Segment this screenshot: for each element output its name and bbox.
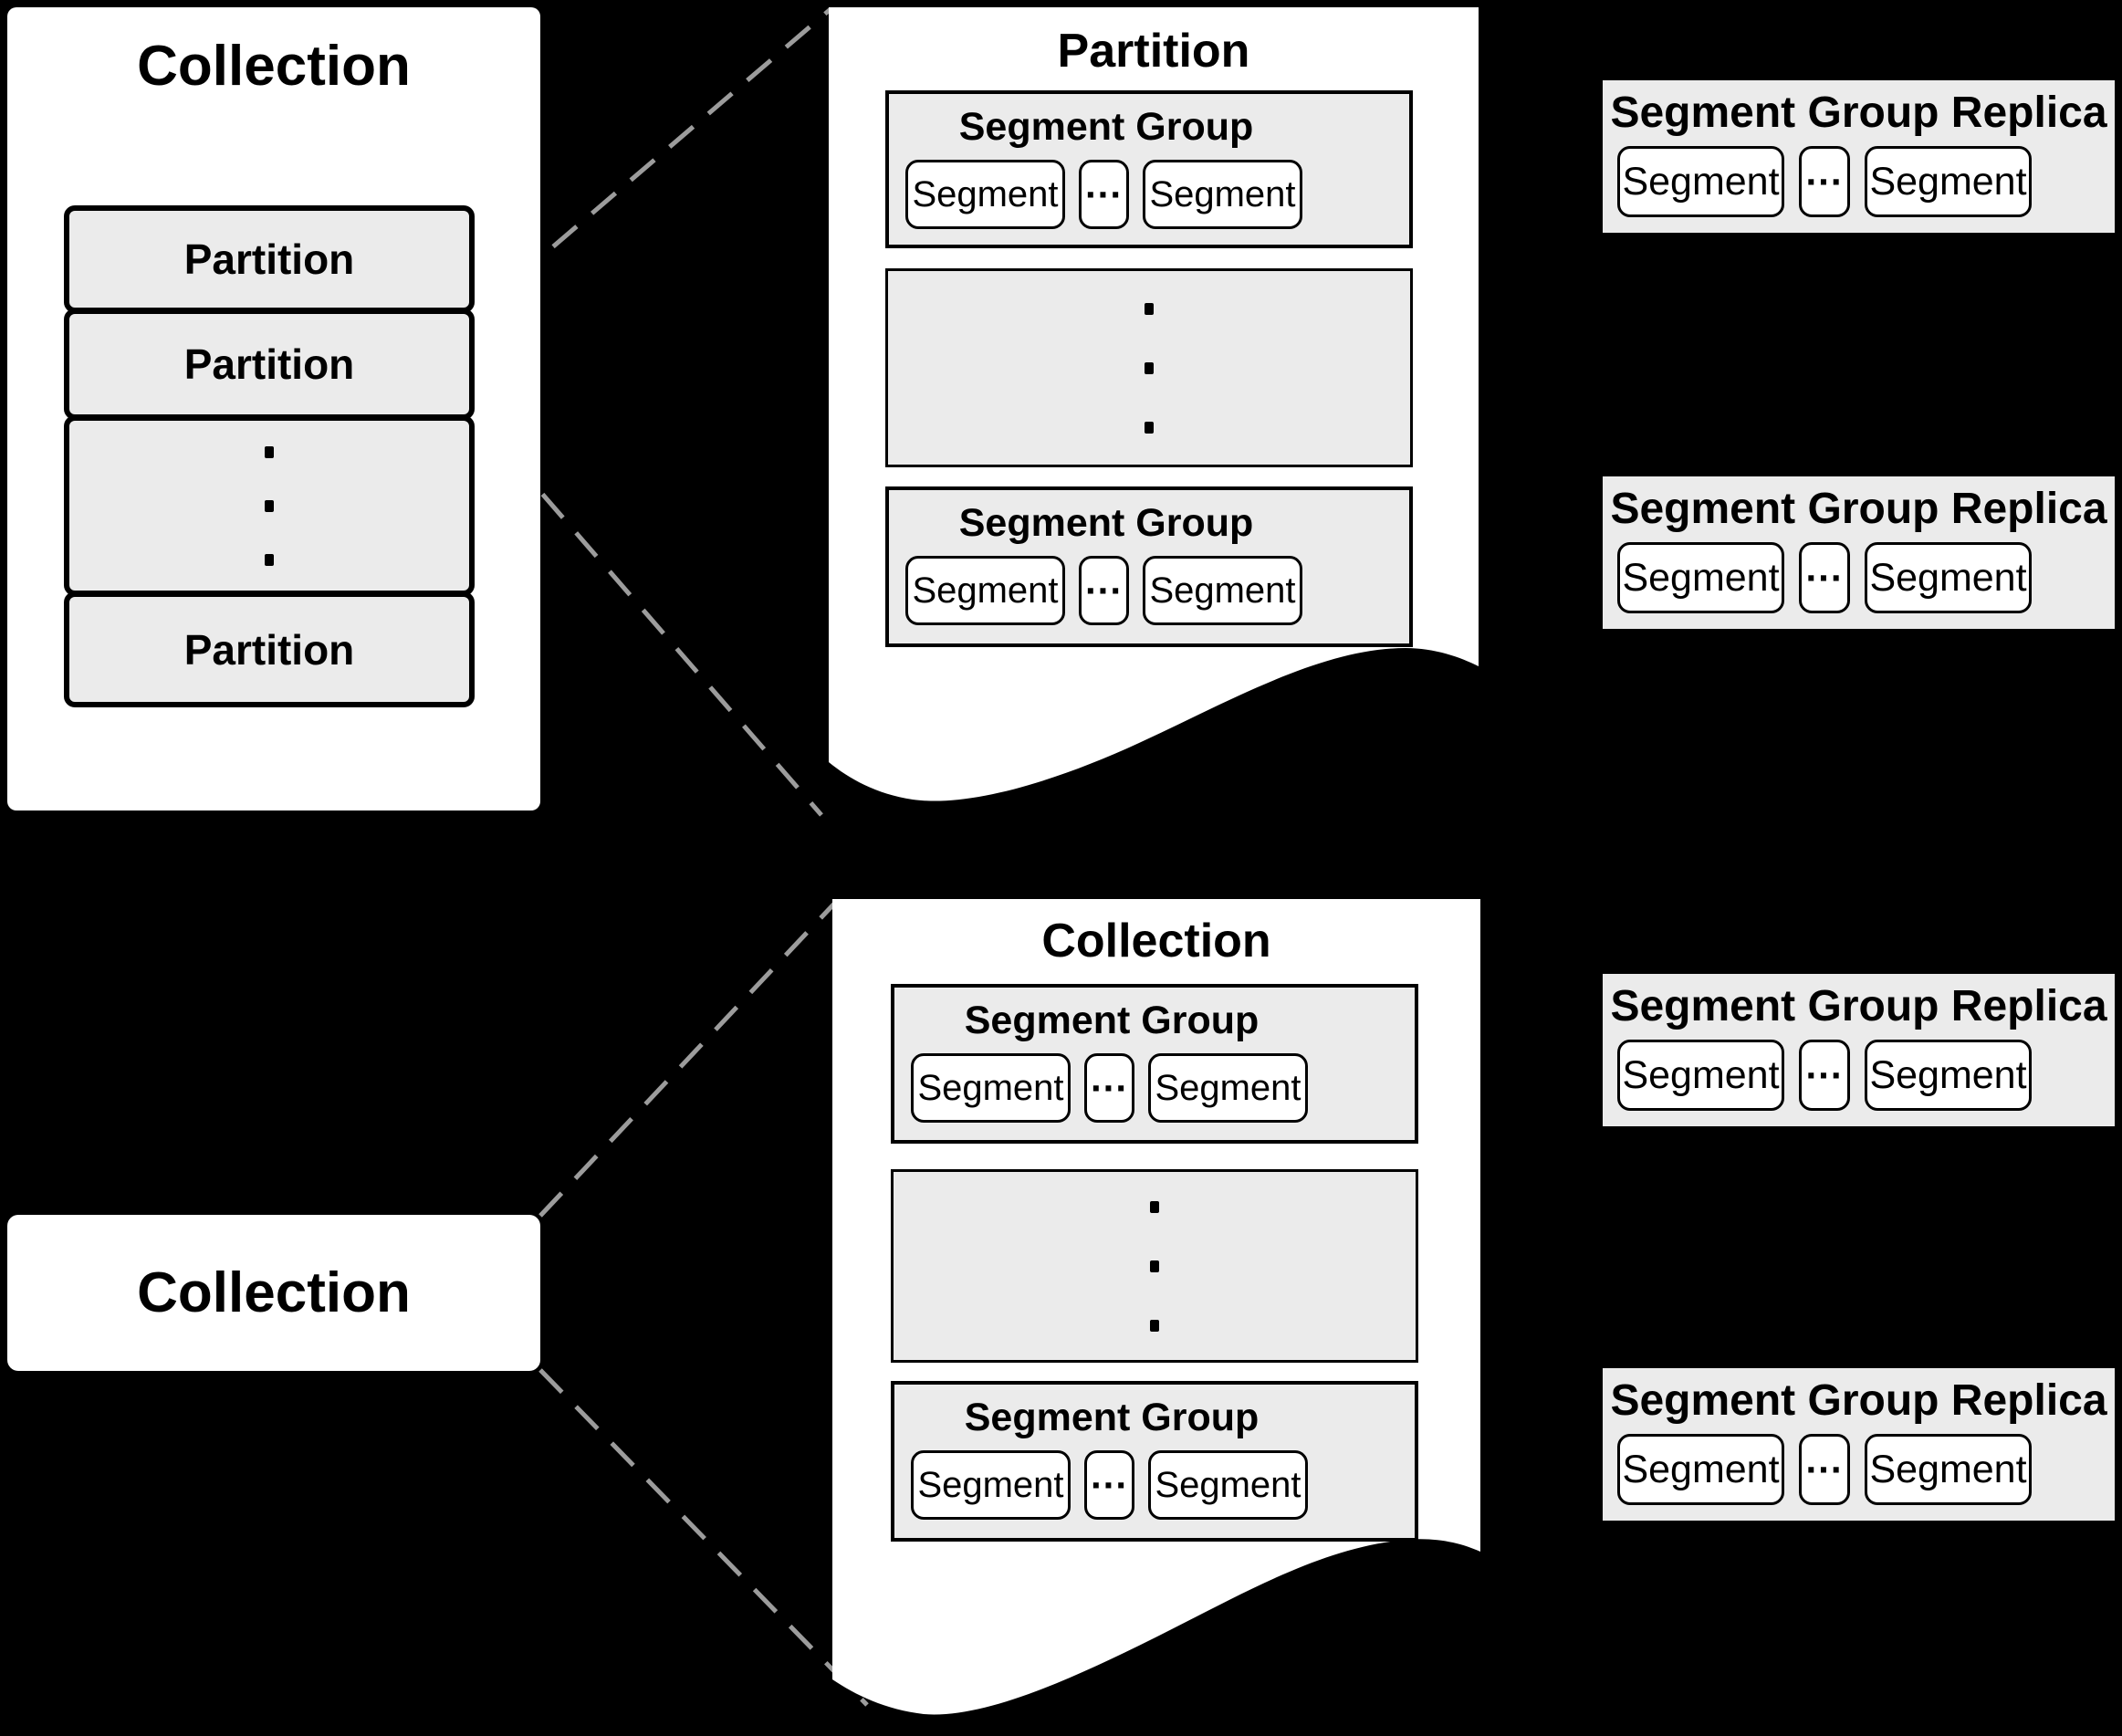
segment-group-box: Segment Group Segment ... Segment bbox=[885, 90, 1413, 248]
segment-box: Segment bbox=[1865, 1040, 2032, 1111]
segment-box: Segment bbox=[1617, 542, 1784, 613]
segment-box: Segment bbox=[1617, 1434, 1784, 1505]
collection-panel-title: Collection bbox=[137, 35, 411, 98]
ellipsis-text: ... bbox=[1805, 150, 1844, 193]
replica-title: Segment Group Replica bbox=[1610, 89, 2107, 137]
ellipsis-text: ... bbox=[1084, 559, 1123, 602]
segment-ellipsis-box: ... bbox=[1799, 1040, 1850, 1111]
partition-document: Partition Segment Group Segment ... Segm… bbox=[829, 7, 1479, 865]
segment-group-title: Segment Group bbox=[958, 105, 1254, 149]
segment-box: Segment bbox=[1617, 1040, 1784, 1111]
segment-group-title: Segment Group bbox=[964, 1396, 1260, 1439]
ellipsis-dot bbox=[1150, 1260, 1159, 1272]
connector-collection-to-doc-top bbox=[538, 900, 838, 1218]
segment-box: Segment bbox=[1617, 146, 1784, 217]
collection-document: Collection Segment Group Segment ... Seg… bbox=[832, 899, 1480, 1736]
partition-item: Partition bbox=[64, 205, 475, 313]
segment-box: Segment bbox=[1865, 146, 2032, 217]
document-title: Partition bbox=[1057, 25, 1250, 78]
segment-ellipsis-box: ... bbox=[1799, 1434, 1850, 1505]
segment-row: Segment ... Segment bbox=[1603, 542, 2115, 613]
segment-row: Segment ... Segment bbox=[905, 556, 1307, 625]
partition-ellipsis-box bbox=[64, 415, 475, 596]
segment-group-box: Segment Group Segment ... Segment bbox=[891, 1381, 1418, 1542]
segment-row: Segment ... Segment bbox=[1603, 1434, 2115, 1505]
segment-ellipsis-box: ... bbox=[1799, 146, 1850, 217]
segment-group-replica: Segment Group Replica Segment ... Segmen… bbox=[1600, 474, 2117, 632]
segment-box: Segment bbox=[911, 1450, 1071, 1520]
segment-group-box: Segment Group Segment ... Segment bbox=[891, 984, 1418, 1144]
ellipsis-text: ... bbox=[1805, 1438, 1844, 1481]
ellipsis-dot bbox=[265, 499, 274, 512]
segment-ellipsis-box: ... bbox=[1799, 542, 1850, 613]
ellipsis-dot bbox=[1145, 302, 1154, 315]
segment-box: Segment bbox=[905, 160, 1065, 229]
segment-box: Segment bbox=[1148, 1053, 1308, 1123]
ellipsis-text: ... bbox=[1090, 1056, 1128, 1100]
collection-node: Collection bbox=[7, 1215, 540, 1371]
ellipsis-text: ... bbox=[1084, 162, 1123, 206]
segment-box: Segment bbox=[905, 556, 1065, 625]
segment-ellipsis-box: ... bbox=[1084, 1450, 1134, 1520]
ellipsis-dot bbox=[1145, 361, 1154, 374]
ellipsis-dot bbox=[265, 553, 274, 566]
ellipsis-dot bbox=[1150, 1319, 1159, 1332]
segment-group-ellipsis-box bbox=[885, 268, 1413, 467]
segment-ellipsis-box: ... bbox=[1084, 1053, 1134, 1123]
segment-group-replica: Segment Group Replica Segment ... Segmen… bbox=[1600, 971, 2117, 1129]
segment-group-title: Segment Group bbox=[958, 501, 1254, 545]
partition-item: Partition bbox=[64, 309, 475, 420]
ellipsis-dot bbox=[265, 445, 274, 458]
segment-group-replica: Segment Group Replica Segment ... Segmen… bbox=[1600, 78, 2117, 235]
ellipsis-dot bbox=[1150, 1200, 1159, 1213]
segment-box: Segment bbox=[1865, 542, 2032, 613]
segment-row: Segment ... Segment bbox=[1603, 146, 2115, 217]
segment-group-replica: Segment Group Replica Segment ... Segmen… bbox=[1600, 1365, 2117, 1523]
ellipsis-text: ... bbox=[1805, 546, 1844, 590]
ellipsis-text: ... bbox=[1090, 1453, 1128, 1497]
document-title: Collection bbox=[1041, 915, 1271, 967]
segment-row: Segment ... Segment bbox=[1603, 1040, 2115, 1111]
segment-box: Segment bbox=[1865, 1434, 2032, 1505]
segment-box: Segment bbox=[1143, 556, 1302, 625]
segment-row: Segment ... Segment bbox=[911, 1053, 1312, 1123]
connector-collection-to-doc-bottom bbox=[538, 1368, 869, 1707]
segment-ellipsis-box: ... bbox=[1079, 160, 1129, 229]
segment-ellipsis-box: ... bbox=[1079, 556, 1129, 625]
collection-panel: Collection Partition Partition Partition bbox=[7, 7, 540, 810]
ellipsis-dot bbox=[1145, 421, 1154, 434]
replica-title: Segment Group Replica bbox=[1610, 982, 2107, 1030]
replica-title: Segment Group Replica bbox=[1610, 485, 2107, 533]
segment-group-box: Segment Group Segment ... Segment bbox=[885, 486, 1413, 647]
segment-box: Segment bbox=[1143, 160, 1302, 229]
partition-item: Partition bbox=[64, 591, 475, 707]
segment-group-ellipsis-box bbox=[891, 1169, 1418, 1363]
segment-box: Segment bbox=[911, 1053, 1071, 1123]
segment-row: Segment ... Segment bbox=[905, 160, 1307, 229]
ellipsis-text: ... bbox=[1805, 1043, 1844, 1087]
replica-title: Segment Group Replica bbox=[1610, 1376, 2107, 1425]
segment-box: Segment bbox=[1148, 1450, 1308, 1520]
segment-row: Segment ... Segment bbox=[911, 1450, 1312, 1520]
segment-group-title: Segment Group bbox=[964, 999, 1260, 1042]
